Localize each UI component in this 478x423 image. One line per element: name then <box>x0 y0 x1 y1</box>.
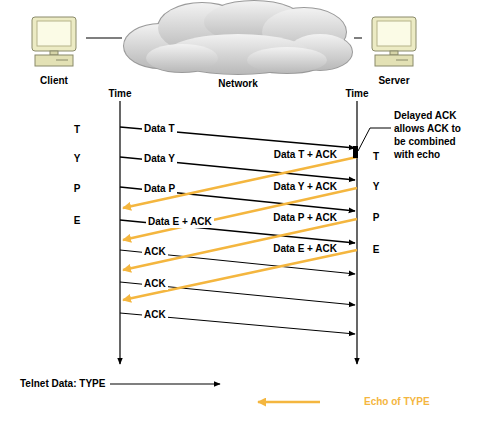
sequence-label: P <box>74 183 81 195</box>
monitor <box>372 17 416 51</box>
sequence-label: Data P <box>142 183 177 195</box>
sequence-label: ACK <box>142 309 168 321</box>
drive-slot <box>56 60 68 61</box>
data-arrows <box>120 127 355 334</box>
callout-leader <box>358 128 391 151</box>
sequence-label: Data E + ACK <box>146 216 214 228</box>
sequence-label: P <box>373 212 380 224</box>
sequence-label: Y <box>74 153 81 165</box>
echo-arrow <box>123 188 357 240</box>
monitor-neck <box>390 51 398 55</box>
legend-text: Telnet Data: TYPE <box>20 378 105 389</box>
computer-base <box>375 55 413 66</box>
legend-entry: Echo of TYPE <box>364 396 430 408</box>
cloud-icon <box>122 0 354 76</box>
network-link <box>354 37 362 39</box>
axis-label: Time <box>108 88 131 100</box>
legend-text: Echo of TYPE <box>364 396 430 407</box>
node-label: Server <box>362 75 426 87</box>
computer-icon <box>30 15 78 69</box>
sequence-label: T <box>74 124 80 136</box>
computer-base <box>35 55 73 66</box>
monitor-neck <box>50 51 58 55</box>
cloud-outline <box>247 47 327 73</box>
drive-slot <box>396 60 408 61</box>
axis-label: Time <box>345 88 368 100</box>
screen <box>377 21 411 46</box>
monitor <box>32 17 76 51</box>
server-timeline <box>356 101 357 364</box>
callout-note: Delayed ACK allows ACK to be combined wi… <box>394 109 468 161</box>
sequence-label: T <box>373 151 379 163</box>
sequence-label: Data Y + ACK <box>274 181 337 193</box>
network-link <box>86 37 122 39</box>
sequence-label: ACK <box>142 278 168 290</box>
legend-entry: Telnet Data: TYPE <box>20 378 105 390</box>
sequence-label: Data T <box>142 123 177 135</box>
sequence-label: Data E + ACK <box>273 243 337 255</box>
sequence-label: E <box>74 215 81 227</box>
node-label: Network <box>122 78 354 90</box>
client-timeline <box>119 101 120 364</box>
sequence-label: E <box>373 244 380 256</box>
cloud-fill <box>247 47 327 73</box>
sequence-label: ACK <box>142 246 168 258</box>
sequence-label: Data P + ACK <box>273 212 337 224</box>
sequence-label: Y <box>373 181 380 193</box>
sequence-label: Data Y <box>142 153 177 165</box>
echo-arrows <box>123 157 357 300</box>
cloud-outline <box>146 44 218 72</box>
computer-node: Server <box>362 15 426 87</box>
sequence-label: Data T + ACK <box>274 149 337 161</box>
delay-bracket <box>353 146 358 158</box>
legend-sample-echo <box>258 401 320 404</box>
legend-sample-data <box>110 383 220 384</box>
computer-node: Client <box>22 15 86 87</box>
computer-icon <box>370 15 418 69</box>
network-cloud: Network <box>122 0 354 90</box>
node-label: Client <box>22 75 86 87</box>
screen <box>37 21 71 46</box>
cloud-fill <box>146 44 218 72</box>
